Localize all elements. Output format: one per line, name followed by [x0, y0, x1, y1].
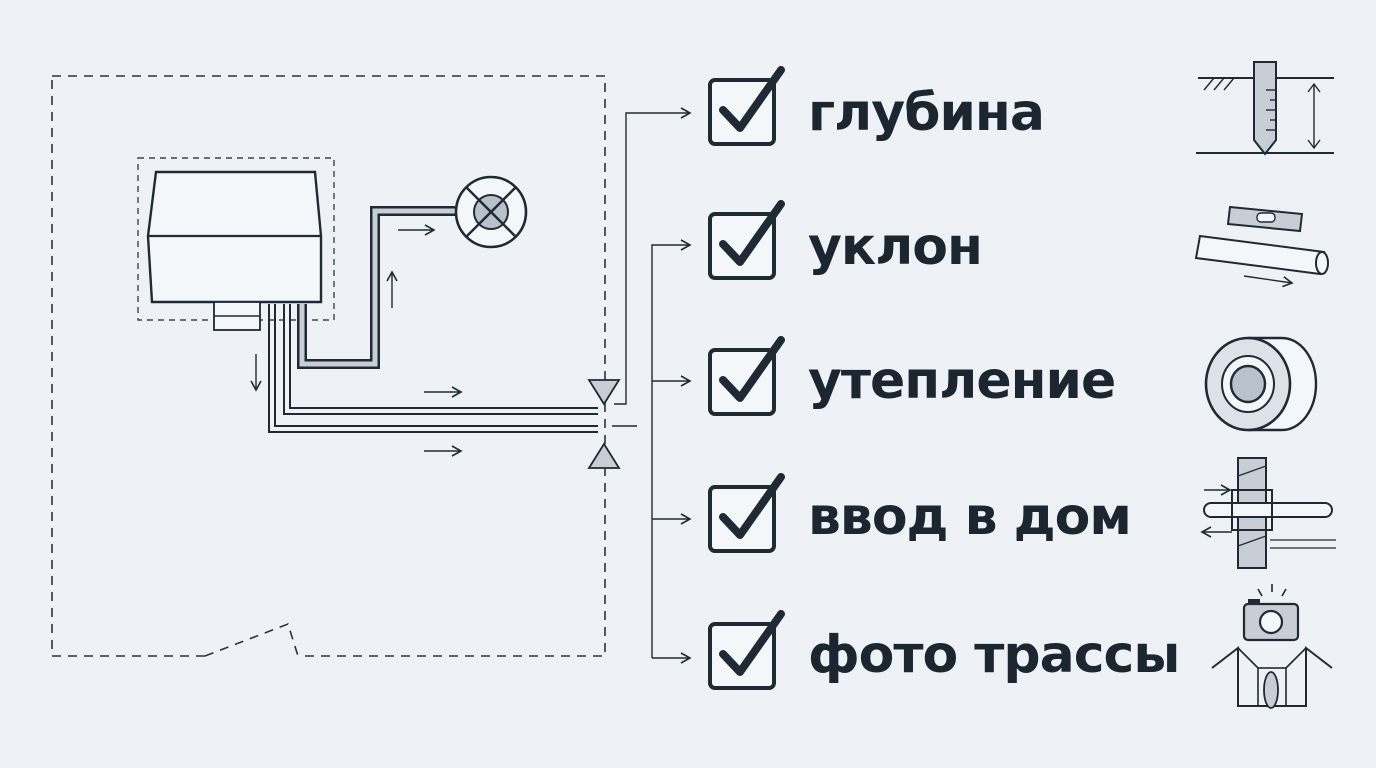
- wall-penetration-icon: [1200, 457, 1336, 569]
- branch-connectors: [614, 107, 692, 664]
- checkbox-icon: [708, 66, 785, 146]
- main-route-lines: [268, 304, 637, 433]
- flow-arrows: [250, 224, 463, 457]
- checklist-label-route-photo: фото трассы: [808, 625, 1180, 685]
- depth-gauge-icon: [1196, 61, 1334, 156]
- checkbox-icon: [708, 336, 785, 416]
- checklist-label-slope: уклон: [808, 217, 983, 277]
- checkbox-icon: [708, 473, 785, 553]
- pipe-to-well: [297, 206, 455, 369]
- level-markers: [587, 379, 621, 469]
- insulated-pipe-icon: [1204, 336, 1318, 432]
- well-icon: [454, 175, 528, 249]
- checkbox-icon: [708, 200, 785, 280]
- checklist-label-house-entry: ввод в дом: [808, 487, 1132, 547]
- camera-trench-icon: [1211, 584, 1333, 709]
- spirit-level-pipe-icon: [1194, 205, 1329, 288]
- house-block: [137, 157, 335, 331]
- site-boundary: [51, 75, 606, 657]
- checklist-label-insulation: утепление: [808, 351, 1116, 411]
- checkbox-icon: [708, 610, 785, 690]
- checklist-label-depth: глубина: [808, 83, 1045, 143]
